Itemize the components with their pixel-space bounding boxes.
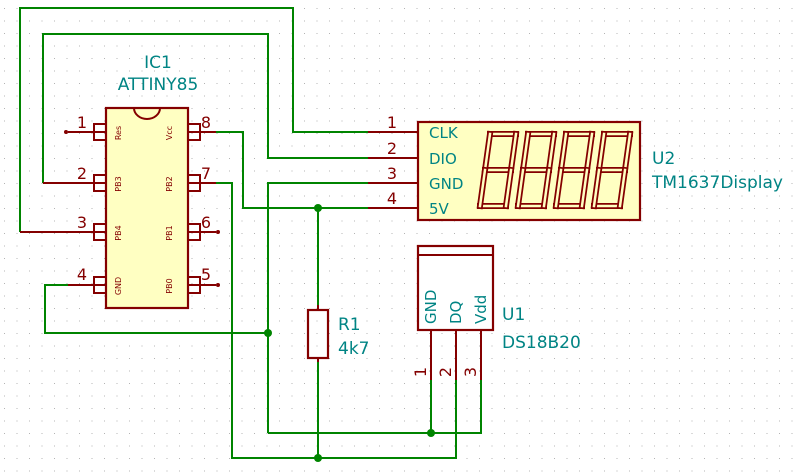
- u2-pin-1[interactable]: 1 CLK: [368, 113, 459, 142]
- u1-body: [416, 244, 495, 332]
- r1-resistor[interactable]: R1 4k7: [306, 305, 369, 362]
- u1-pin-3[interactable]: 3 Vdd: [461, 295, 490, 380]
- u2-value: TM1637Display: [651, 173, 783, 193]
- u2-ref: U2: [652, 149, 675, 169]
- u1-pin-num: 3: [461, 367, 480, 377]
- r1-ref: R1: [338, 315, 361, 335]
- ic1-pin-num: 4: [77, 265, 87, 284]
- display-segment-inner: [509, 132, 518, 172]
- u2-pin-num: 2: [387, 139, 397, 158]
- ic1-pin-name: PB3: [114, 176, 123, 191]
- u2-pin-2[interactable]: 2 DIO: [368, 139, 457, 168]
- junction-dot: [264, 329, 272, 337]
- ic1-pin-name: PB2: [165, 176, 174, 191]
- wire-dio: [42, 33, 392, 183]
- junction-dot: [314, 204, 322, 212]
- u1-value: DS18B20: [502, 333, 581, 353]
- u2-pin-name: GND: [429, 175, 463, 193]
- ic1-attiny85[interactable]: IC1 ATTINY85 1 Res 2 PB3 3 PB4 4 G: [20, 53, 220, 310]
- r1-body: [306, 308, 330, 360]
- ic1-body: [104, 106, 190, 310]
- display-segment-inner: [504, 168, 513, 208]
- display-segment-inner: [559, 132, 568, 172]
- ic1-pin-name: PB0: [165, 278, 174, 293]
- display-segment-inner: [592, 168, 601, 208]
- display-segment-inner: [521, 132, 530, 172]
- ic1-notch: [133, 107, 161, 120]
- wire-vcc: [216, 131, 392, 209]
- display-segment-inner: [554, 168, 563, 208]
- display-segment-inner: [516, 168, 525, 208]
- ic1-pin-num: 5: [201, 265, 211, 284]
- display-segment-inner: [542, 168, 551, 208]
- ic1-ref: IC1: [144, 53, 172, 73]
- seven-segment-digits: [476, 130, 634, 210]
- u2-pin-num: 4: [387, 189, 397, 208]
- ic1-pin-5[interactable]: 5 PB0: [165, 265, 220, 294]
- ic1-pin-6[interactable]: 6 PB1: [165, 213, 220, 241]
- u2-pin-4[interactable]: 4 5V: [368, 189, 450, 218]
- wire-vdd: [431, 380, 482, 434]
- u2-pin-3[interactable]: 3 GND: [368, 164, 463, 193]
- wire-gnd-sensor: [268, 380, 432, 434]
- display-segment-inner: [547, 132, 556, 172]
- display-segment-inner: [618, 168, 627, 208]
- ic1-pin-name: PB4: [114, 225, 123, 240]
- junction-dot: [314, 454, 322, 462]
- u1-pin-num: 1: [411, 367, 430, 377]
- r1-value: 4k7: [338, 339, 369, 359]
- u2-pin-num: 1: [387, 113, 397, 132]
- wires: [19, 7, 482, 462]
- u1-pin-name: GND: [422, 290, 440, 324]
- ic1-pin-num: 1: [77, 113, 87, 132]
- display-segment-inner: [580, 168, 589, 208]
- ic1-pin-name: GND: [114, 277, 123, 295]
- u2-pin-name: 5V: [429, 200, 450, 218]
- display-segment-inner: [478, 168, 487, 208]
- u2-pin-name: DIO: [429, 150, 457, 168]
- ic1-pin-name: Vcc: [165, 126, 174, 140]
- ic1-pin-name: PB1: [165, 225, 174, 240]
- u1-pin-name: DQ: [447, 301, 465, 324]
- ic1-pin-name: Res: [114, 126, 123, 140]
- ic1-pin-num: 6: [201, 213, 211, 232]
- ic1-pin-8[interactable]: 8 Vcc: [165, 113, 216, 141]
- wire-clk: [19, 7, 392, 232]
- u1-pin-name: Vdd: [472, 295, 490, 324]
- ic1-pin-num: 8: [201, 113, 211, 132]
- ic1-pin-num: 2: [77, 164, 87, 183]
- display-segment-inner: [585, 132, 594, 172]
- ic1-pin-2[interactable]: 2 PB3: [43, 164, 123, 192]
- u2-pin-name: CLK: [429, 124, 459, 142]
- u1-pin-1[interactable]: 1 GND: [411, 290, 440, 380]
- display-segment-inner: [623, 132, 632, 172]
- ic1-pin-7[interactable]: 7 PB2: [165, 164, 216, 192]
- junction-dot: [427, 429, 435, 437]
- ic1-pin-num: 3: [77, 213, 87, 232]
- wire-gnd-display: [267, 182, 392, 433]
- u1-ref: U1: [502, 305, 525, 325]
- ic1-value: ATTINY85: [118, 75, 199, 95]
- ic1-pin-4[interactable]: 4 GND: [68, 265, 123, 295]
- u2-tm1637-display[interactable]: 1 CLK 2 DIO 3 GND 4 5V U2 TM1637Display: [368, 113, 783, 222]
- ic1-pin-1[interactable]: 1 Res: [64, 113, 123, 141]
- display-segment-inner: [597, 132, 606, 172]
- ic1-pin-num: 7: [201, 164, 211, 183]
- ic1-pin-3[interactable]: 3 PB4: [20, 213, 123, 241]
- u2-pin-num: 3: [387, 164, 397, 183]
- display-segment-inner: [483, 132, 492, 172]
- u1-pin-2[interactable]: 2 DQ: [436, 301, 465, 380]
- u1-pin-num: 2: [436, 367, 455, 377]
- u1-ds18b20[interactable]: 1 GND 2 DQ 3 Vdd U1 DS18B20: [411, 244, 581, 380]
